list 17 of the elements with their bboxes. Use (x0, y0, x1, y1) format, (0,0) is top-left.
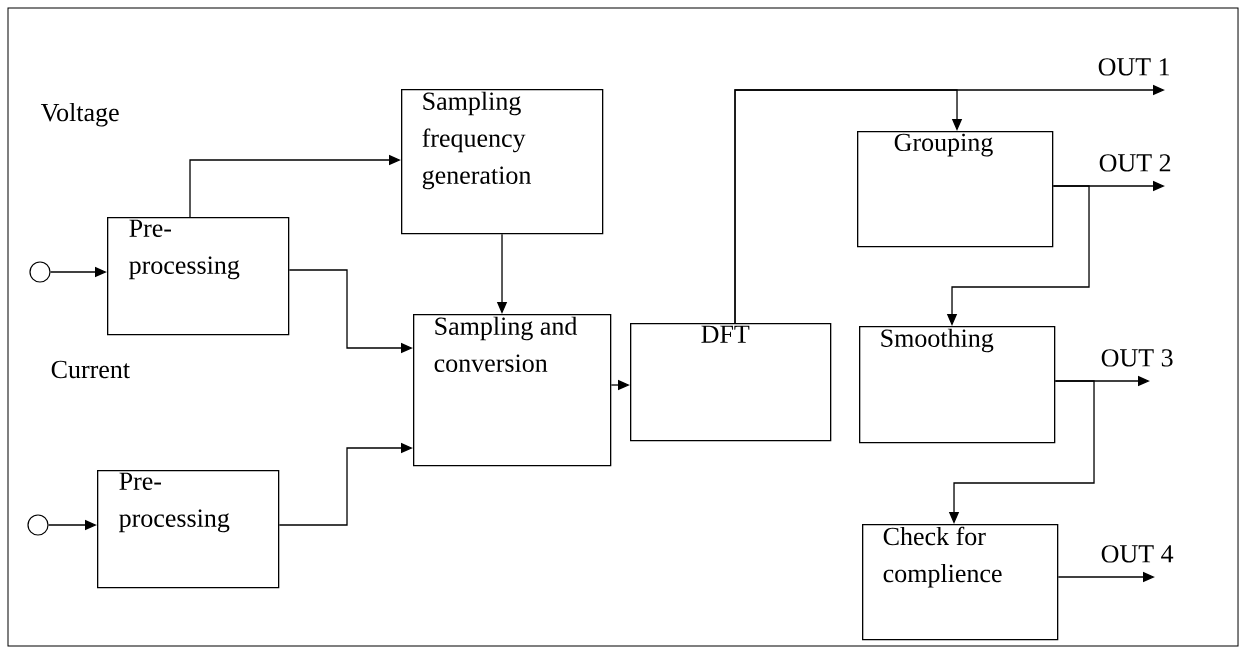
process-box: Grouping (857, 131, 1054, 248)
arrow (734, 89, 963, 324)
signal-label: Voltage (40, 102, 119, 127)
process-box: Pre-processing (107, 217, 290, 336)
input-terminal (27, 514, 49, 536)
process-box: Check for complience (862, 524, 1059, 641)
output-label: OUT 3 (1101, 349, 1173, 367)
output-label: OUT 2 (1099, 154, 1171, 172)
output-label: OUT 4 (1101, 545, 1174, 563)
process-box: DFT (630, 323, 832, 442)
input-terminal (29, 261, 51, 283)
process-box: Sampling and conversion (413, 314, 612, 467)
process-box: Sampling frequency generation (401, 89, 604, 235)
process-box: Pre-processing (97, 470, 280, 589)
signal-label: Current (51, 360, 130, 379)
process-box: Smoothing (859, 326, 1056, 444)
output-label: OUT 1 (1098, 58, 1170, 76)
